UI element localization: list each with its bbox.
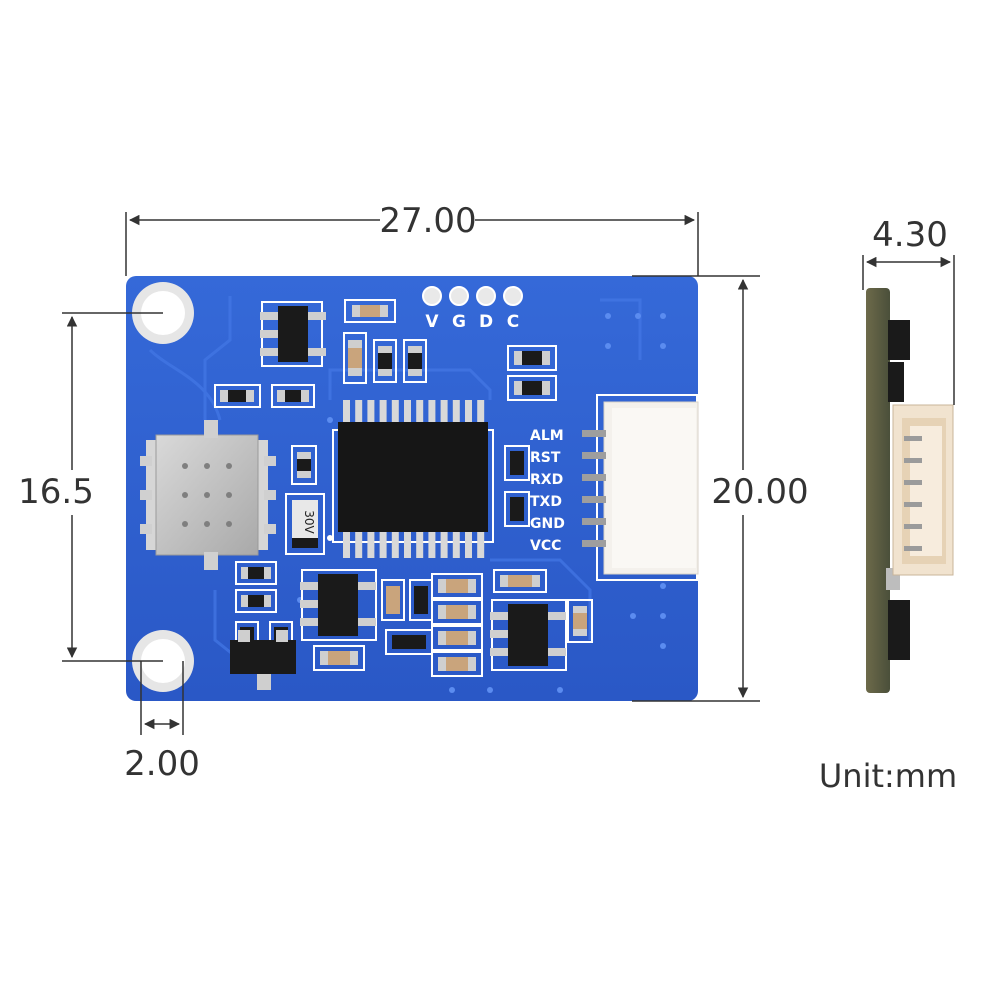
ic-pin	[355, 400, 363, 424]
pin-label-d: D	[479, 312, 493, 332]
ic-pin	[343, 530, 350, 558]
ic-pin	[379, 400, 387, 424]
connector-pin-labels: ALM RST RXD TXD GND VCC	[530, 428, 565, 554]
ic-pin	[355, 530, 363, 558]
ic-pin	[452, 400, 460, 424]
dim-label-board-width: 27.00	[379, 201, 476, 241]
pcb-side-view	[866, 288, 954, 693]
ic-pin	[465, 400, 472, 424]
header-pads	[422, 286, 523, 306]
dim-label-board-height: 20.00	[711, 472, 808, 512]
protection-diode: 30V	[285, 493, 325, 555]
pin-label-rst: RST	[530, 450, 561, 466]
ic-pin	[477, 530, 485, 558]
pcb-top-view: V G D C	[126, 276, 699, 701]
dim-label-hole-spacing: 16.5	[18, 472, 94, 512]
pin-label-vcc: VCC	[530, 538, 561, 554]
pin-label-v: V	[425, 312, 439, 332]
passive-components	[214, 299, 593, 677]
ic-pin	[416, 530, 424, 558]
ic-pin	[428, 400, 436, 424]
transistor-sot23	[230, 630, 296, 690]
side-connector	[892, 404, 954, 576]
dim-label-hole-offset: 2.00	[124, 744, 200, 784]
regulator-chip-bottom-left	[300, 569, 377, 641]
six-pin-connector	[582, 394, 699, 581]
ic-pin	[404, 530, 411, 558]
pin-label-c: C	[507, 312, 519, 332]
ic-pin	[452, 530, 460, 558]
dimension-lines	[62, 212, 955, 735]
ic-pin	[477, 400, 485, 424]
pin-label-g: G	[452, 312, 466, 332]
ic-pin	[465, 530, 472, 558]
regulator-chip-top	[260, 301, 326, 367]
ic-pin	[367, 400, 375, 424]
regulator-chip-bottom-right	[490, 599, 567, 671]
pin-label-alm: ALM	[530, 428, 564, 444]
ic-pin	[404, 400, 411, 424]
pin-label-rxd: RXD	[530, 472, 563, 488]
dim-label-side-thickness: 4.30	[872, 215, 948, 255]
ic-pin	[343, 400, 350, 424]
rf-shield-module	[140, 420, 276, 570]
ic-pin	[391, 400, 399, 424]
ic-pin	[391, 530, 399, 558]
pin-label-txd: TXD	[530, 494, 562, 510]
unit-label: Unit:mm	[819, 757, 957, 795]
ic-pin	[379, 530, 387, 558]
header-pad-labels: V G D C	[425, 312, 519, 332]
ic-pin	[428, 530, 436, 558]
ic-pin	[367, 530, 375, 558]
ic-pin	[416, 400, 424, 424]
ic-pin	[440, 400, 448, 424]
ic-pin	[440, 530, 448, 558]
diode-marking: 30V	[302, 510, 316, 534]
side-board-edge	[866, 288, 890, 693]
pin-label-gnd: GND	[530, 516, 565, 532]
main-ic-chip	[327, 400, 494, 558]
